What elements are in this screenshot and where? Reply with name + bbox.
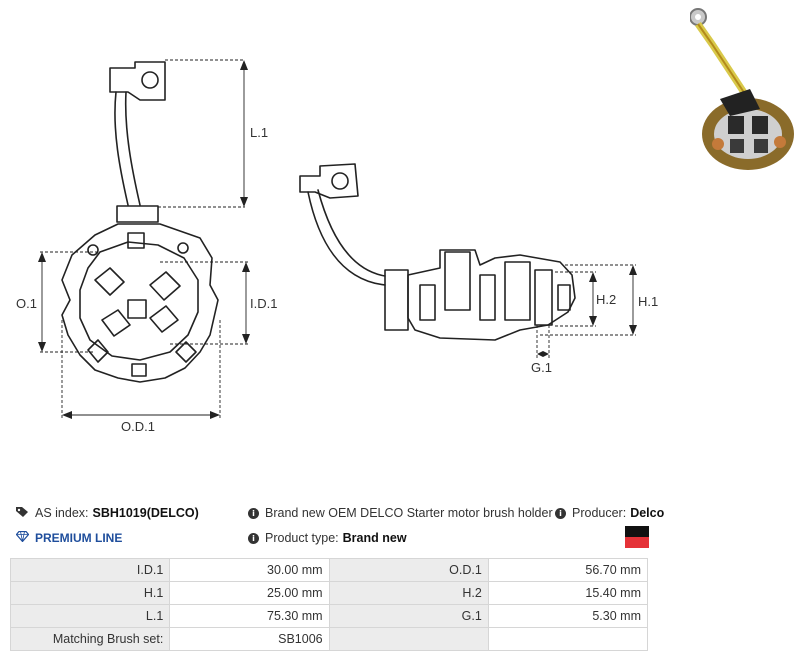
tag-icon	[16, 506, 29, 520]
producer-flag-icon	[625, 526, 649, 548]
table-row: H.1 25.00 mm H.2 15.40 mm	[9, 581, 649, 605]
dim-label-g1: G.1	[531, 360, 552, 375]
table-row: L.1 75.30 mm G.1 5.30 mm	[9, 604, 649, 628]
info-icon: i	[248, 507, 259, 519]
spec-value: 30.00 mm	[169, 558, 330, 582]
as-index-label: AS index:	[35, 506, 89, 520]
specs-table: I.D.1 30.00 mm O.D.1 56.70 mm H.1 25.00 …	[9, 558, 649, 651]
front-view	[61, 61, 219, 383]
spec-value: 25.00 mm	[169, 581, 330, 605]
spec-key: L.1	[9, 604, 171, 628]
spec-key: H.2	[328, 581, 489, 605]
product-photo	[690, 8, 794, 170]
description: i Brand new OEM DELCO Starter motor brus…	[248, 506, 553, 520]
dim-label-l1: L.1	[250, 125, 268, 140]
as-index: AS index: SBH1019(DELCO)	[16, 506, 199, 520]
diamond-icon	[15, 530, 30, 545]
premium-line-label: PREMIUM LINE	[35, 531, 123, 545]
info-icon: i	[248, 532, 259, 544]
description-text: Brand new OEM DELCO Starter motor brush …	[265, 506, 553, 520]
spec-key: H.1	[9, 581, 171, 605]
dimension-lines	[40, 59, 636, 418]
spec-value: 56.70 mm	[487, 558, 649, 582]
table-row: Matching Brush set: SB1006	[9, 627, 649, 651]
product-type-value: Brand new	[342, 531, 407, 545]
side-view	[299, 163, 576, 341]
table-row: I.D.1 30.00 mm O.D.1 56.70 mm	[9, 558, 649, 582]
spec-value: 5.30 mm	[487, 604, 649, 628]
producer-label: Producer:	[572, 506, 627, 520]
product-type-label: Product type:	[265, 531, 339, 545]
technical-drawing: L.1 O.1 I.D.1 O.D.1 H.2 H.1 G.1	[16, 59, 658, 434]
dim-label-h1: H.1	[638, 294, 658, 309]
producer-value: Delco	[630, 506, 665, 520]
dim-label-o1: O.1	[16, 296, 37, 311]
spec-key: O.D.1	[328, 558, 489, 582]
spec-key	[328, 627, 489, 651]
dim-label-h2: H.2	[596, 292, 616, 307]
product-type: i Product type: Brand new	[248, 531, 407, 545]
dim-label-id1: I.D.1	[250, 296, 277, 311]
spec-value: 15.40 mm	[487, 581, 649, 605]
premium-line-badge: PREMIUM LINE	[15, 530, 123, 545]
spec-value: SB1006	[169, 627, 330, 651]
spec-key: I.D.1	[9, 558, 171, 582]
spec-key: Matching Brush set:	[9, 627, 171, 651]
info-icon: i	[555, 507, 566, 519]
spec-key: G.1	[328, 604, 489, 628]
dim-label-od1: O.D.1	[121, 419, 155, 434]
as-index-value: SBH1019(DELCO)	[92, 506, 199, 520]
producer: i Producer: Delco	[555, 506, 664, 520]
spec-value: 75.30 mm	[169, 604, 330, 628]
spec-value	[487, 627, 649, 651]
